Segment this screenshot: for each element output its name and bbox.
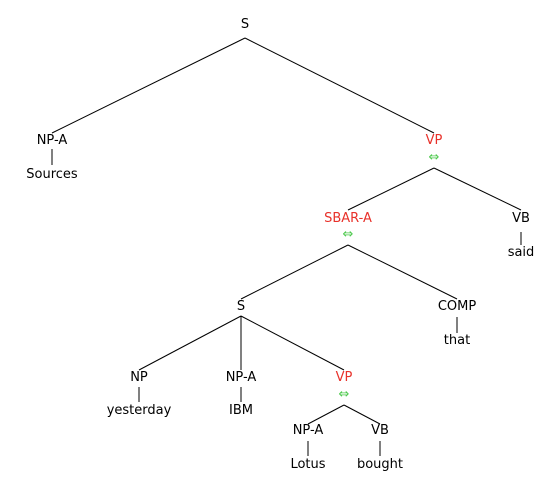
leaf-bought: bought — [356, 457, 404, 472]
node-np-a-lotus: NP-A — [292, 423, 324, 438]
edge-vp-vb — [433, 167, 522, 211]
edge-s-vp — [244, 37, 435, 134]
edge-s-vp2 — [240, 315, 345, 371]
swap-icon-vp-embedded: ⇔ — [338, 387, 350, 402]
swap-icon-vp: ⇔ — [428, 150, 440, 165]
edge-sbar-a-s — [240, 244, 349, 300]
node-comp: COMP — [437, 299, 477, 314]
leaf-said: said — [507, 245, 535, 260]
node-np-a: NP-A — [36, 133, 68, 148]
leaf-that: that — [443, 333, 471, 348]
node-s-embedded: S — [236, 299, 246, 314]
leaf-sources: Sources — [26, 167, 78, 182]
swap-icon-sbar-a: ⇔ — [342, 227, 354, 242]
edge-s-np — [138, 315, 242, 371]
node-vp: VP — [425, 133, 443, 148]
edge-s-np-a — [51, 37, 246, 134]
node-vb-bought: VB — [371, 423, 389, 438]
node-np: NP — [130, 370, 148, 385]
node-vb: VB — [512, 211, 530, 226]
node-vp-embedded: VP — [335, 370, 353, 385]
leaf-yesterday: yesterday — [106, 403, 172, 418]
edge-sbar-a-comp — [347, 244, 458, 300]
edge-vp2-np-a3 — [307, 404, 345, 425]
edge-vp-sbar-a — [347, 167, 435, 211]
node-sbar-a: SBAR-A — [324, 211, 372, 226]
node-s: S — [240, 17, 250, 32]
leaf-ibm: IBM — [229, 403, 253, 418]
leaf-lotus: Lotus — [290, 457, 326, 472]
edge-vp2-vb2 — [343, 404, 381, 425]
node-np-a-ibm: NP-A — [225, 370, 257, 385]
